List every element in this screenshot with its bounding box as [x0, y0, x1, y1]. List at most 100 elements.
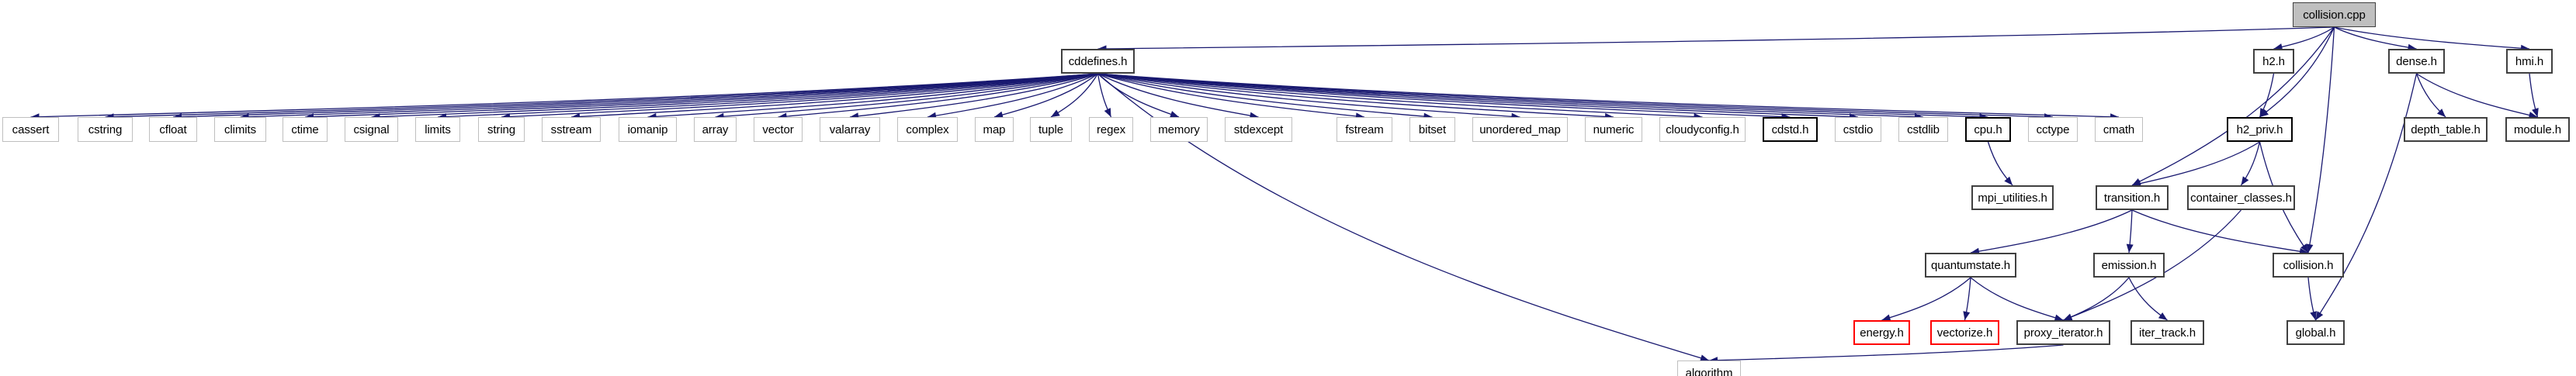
edge-dense-h-to-module-h: [2416, 73, 2538, 118]
edge-arrowhead: [2063, 313, 2073, 320]
edge-dense-h-to-global-h: [2314, 73, 2418, 321]
graph-node-proxy-iterator-h[interactable]: proxy_iterator.h: [2016, 320, 2110, 345]
graph-node-valarray[interactable]: valarray: [820, 117, 880, 142]
graph-node-sstream[interactable]: sstream: [542, 117, 601, 142]
graph-node-label: cfloat: [159, 122, 187, 136]
edge-arrowhead: [2306, 243, 2314, 253]
graph-node-cpu-h[interactable]: cpu.h: [1965, 117, 2011, 142]
graph-node-climits[interactable]: climits: [214, 117, 266, 142]
edge-collision-cpp-to-cddefines-h: [1097, 26, 2335, 50]
graph-node-iter-track-h[interactable]: iter_track.h: [2130, 320, 2204, 345]
graph-node-label: h2_priv.h: [2236, 122, 2283, 136]
graph-node-label: collision.h: [2283, 258, 2334, 272]
graph-node-cctype[interactable]: cctype: [2028, 117, 2078, 142]
graph-node-label: memory: [1158, 122, 1200, 136]
graph-node-iomanip[interactable]: iomanip: [619, 117, 677, 142]
graph-node-cassert[interactable]: cassert: [2, 117, 59, 142]
graph-node-cfloat[interactable]: cfloat: [149, 117, 197, 142]
graph-node-cstdlib[interactable]: cstdlib: [1898, 117, 1948, 142]
graph-node-label: cddefines.h: [1068, 54, 1128, 68]
graph-node-dense-h[interactable]: dense.h: [2388, 49, 2445, 74]
graph-node-mpi-utilities-h[interactable]: mpi_utilities.h: [1971, 185, 2054, 210]
edge-cddefines-h-to-cstring: [105, 73, 1098, 118]
edge-arrowhead: [2300, 243, 2308, 253]
graph-node-label: map: [983, 122, 1006, 136]
graph-node-collision-h[interactable]: collision.h: [2273, 253, 2344, 278]
edge-arrowhead: [2158, 312, 2168, 320]
graph-node-map[interactable]: map: [975, 117, 1014, 142]
edge-collision-h-to-global-h: [2307, 277, 2317, 321]
graph-node-limits[interactable]: limits: [415, 117, 460, 142]
graph-node-hmi-h[interactable]: hmi.h: [2506, 49, 2553, 74]
graph-node-cstring[interactable]: cstring: [78, 117, 133, 142]
graph-node-label: vectorize.h: [1936, 326, 1993, 340]
graph-node-emission-h[interactable]: emission.h: [2093, 253, 2165, 278]
edge-cddefines-h-to-tuple: [1050, 73, 1099, 118]
graph-node-regex[interactable]: regex: [1089, 117, 1133, 142]
graph-node-transition-h[interactable]: transition.h: [2096, 185, 2169, 210]
graph-node-energy-h[interactable]: energy.h: [1853, 320, 1910, 345]
graph-node-label: emission.h: [2101, 258, 2157, 272]
graph-node-complex[interactable]: complex: [897, 117, 958, 142]
graph-node-vector[interactable]: vector: [754, 117, 803, 142]
graph-node-h2-priv-h[interactable]: h2_priv.h: [2227, 117, 2293, 142]
edge-cddefines-h-to-cfloat: [172, 73, 1098, 118]
graph-node-algorithm[interactable]: algorithm: [1677, 360, 1741, 376]
graph-node-cloudyconfig-h[interactable]: cloudyconfig.h: [1659, 117, 1746, 142]
graph-node-stdexcept[interactable]: stdexcept: [1225, 117, 1292, 142]
graph-node-module-h[interactable]: module.h: [2505, 117, 2570, 142]
graph-node-numeric[interactable]: numeric: [1585, 117, 1642, 142]
graph-node-depth-table-h[interactable]: depth_table.h: [2404, 117, 2488, 142]
edge-arrowhead: [2063, 313, 2073, 321]
edge-arrowhead: [1104, 108, 1111, 117]
graph-node-cdstd-h[interactable]: cdstd.h: [1763, 117, 1818, 142]
edge-hmi-h-to-module-h: [2529, 73, 2539, 118]
edge-arrowhead: [2004, 176, 2013, 185]
edge-cddefines-h-to-cstdlib: [1097, 73, 1924, 118]
graph-node-label: cstdio: [1843, 122, 1874, 136]
graph-node-cddefines-h[interactable]: cddefines.h: [1061, 49, 1135, 74]
graph-node-tuple[interactable]: tuple: [1030, 117, 1072, 142]
edge-collision-cpp-to-h2-h: [2273, 26, 2335, 50]
edge-cddefines-h-to-vector: [778, 73, 1098, 118]
edge-cddefines-h-to-map: [993, 73, 1098, 118]
graph-node-label: fstream: [1345, 122, 1384, 136]
graph-node-cmath[interactable]: cmath: [2095, 117, 2143, 142]
graph-node-label: mpi_utilities.h: [1978, 191, 2047, 205]
graph-node-quantumstate-h[interactable]: quantumstate.h: [1925, 253, 2016, 278]
edge-cddefines-h-to-sstream: [570, 73, 1098, 118]
graph-node-label: cpu.h: [1974, 122, 2002, 136]
edge-arrowhead: [2315, 311, 2324, 320]
graph-node-global-h[interactable]: global.h: [2287, 320, 2345, 345]
edge-cddefines-h-to-limits: [437, 73, 1098, 118]
edge-h2-priv-h-to-container-classes-h: [2240, 141, 2261, 186]
graph-node-ctime[interactable]: ctime: [283, 117, 328, 142]
graph-node-label: unordered_map: [1479, 122, 1561, 136]
edge-transition-h-to-emission-h: [2128, 209, 2133, 254]
edge-cddefines-h-to-regex: [1097, 73, 1112, 118]
edge-cddefines-h-to-array: [715, 73, 1098, 118]
graph-node-csignal[interactable]: csignal: [345, 117, 398, 142]
edge-cddefines-h-to-cassert: [30, 73, 1098, 118]
graph-node-string[interactable]: string: [478, 117, 525, 142]
graph-node-label: regex: [1096, 122, 1126, 136]
graph-node-cstdio[interactable]: cstdio: [1835, 117, 1881, 142]
edge-cddefines-h-to-cpu-h: [1097, 73, 1988, 118]
graph-node-collision-cpp[interactable]: collision.cpp: [2293, 2, 2376, 27]
edge-cddefines-h-to-cmath: [1097, 73, 2120, 118]
graph-node-h2-h[interactable]: h2.h: [2253, 49, 2294, 74]
graph-node-memory[interactable]: memory: [1150, 117, 1208, 142]
graph-node-vectorize-h[interactable]: vectorize.h: [1930, 320, 1999, 345]
graph-node-container-classes-h[interactable]: container_classes.h: [2187, 185, 2295, 210]
graph-node-label: valarray: [829, 122, 871, 136]
graph-node-unordered-map[interactable]: unordered_map: [1472, 117, 1568, 142]
graph-node-label: cstring: [88, 122, 123, 136]
edge-cddefines-h-to-cstdio: [1097, 73, 1859, 118]
graph-node-array[interactable]: array: [694, 117, 737, 142]
graph-node-label: complex: [906, 122, 949, 136]
graph-node-bitset[interactable]: bitset: [1409, 117, 1455, 142]
graph-node-fstream[interactable]: fstream: [1337, 117, 1392, 142]
edge-cddefines-h-to-climits: [240, 73, 1098, 118]
edge-arrowhead: [2532, 108, 2539, 117]
graph-node-label: container_classes.h: [2190, 191, 2292, 205]
